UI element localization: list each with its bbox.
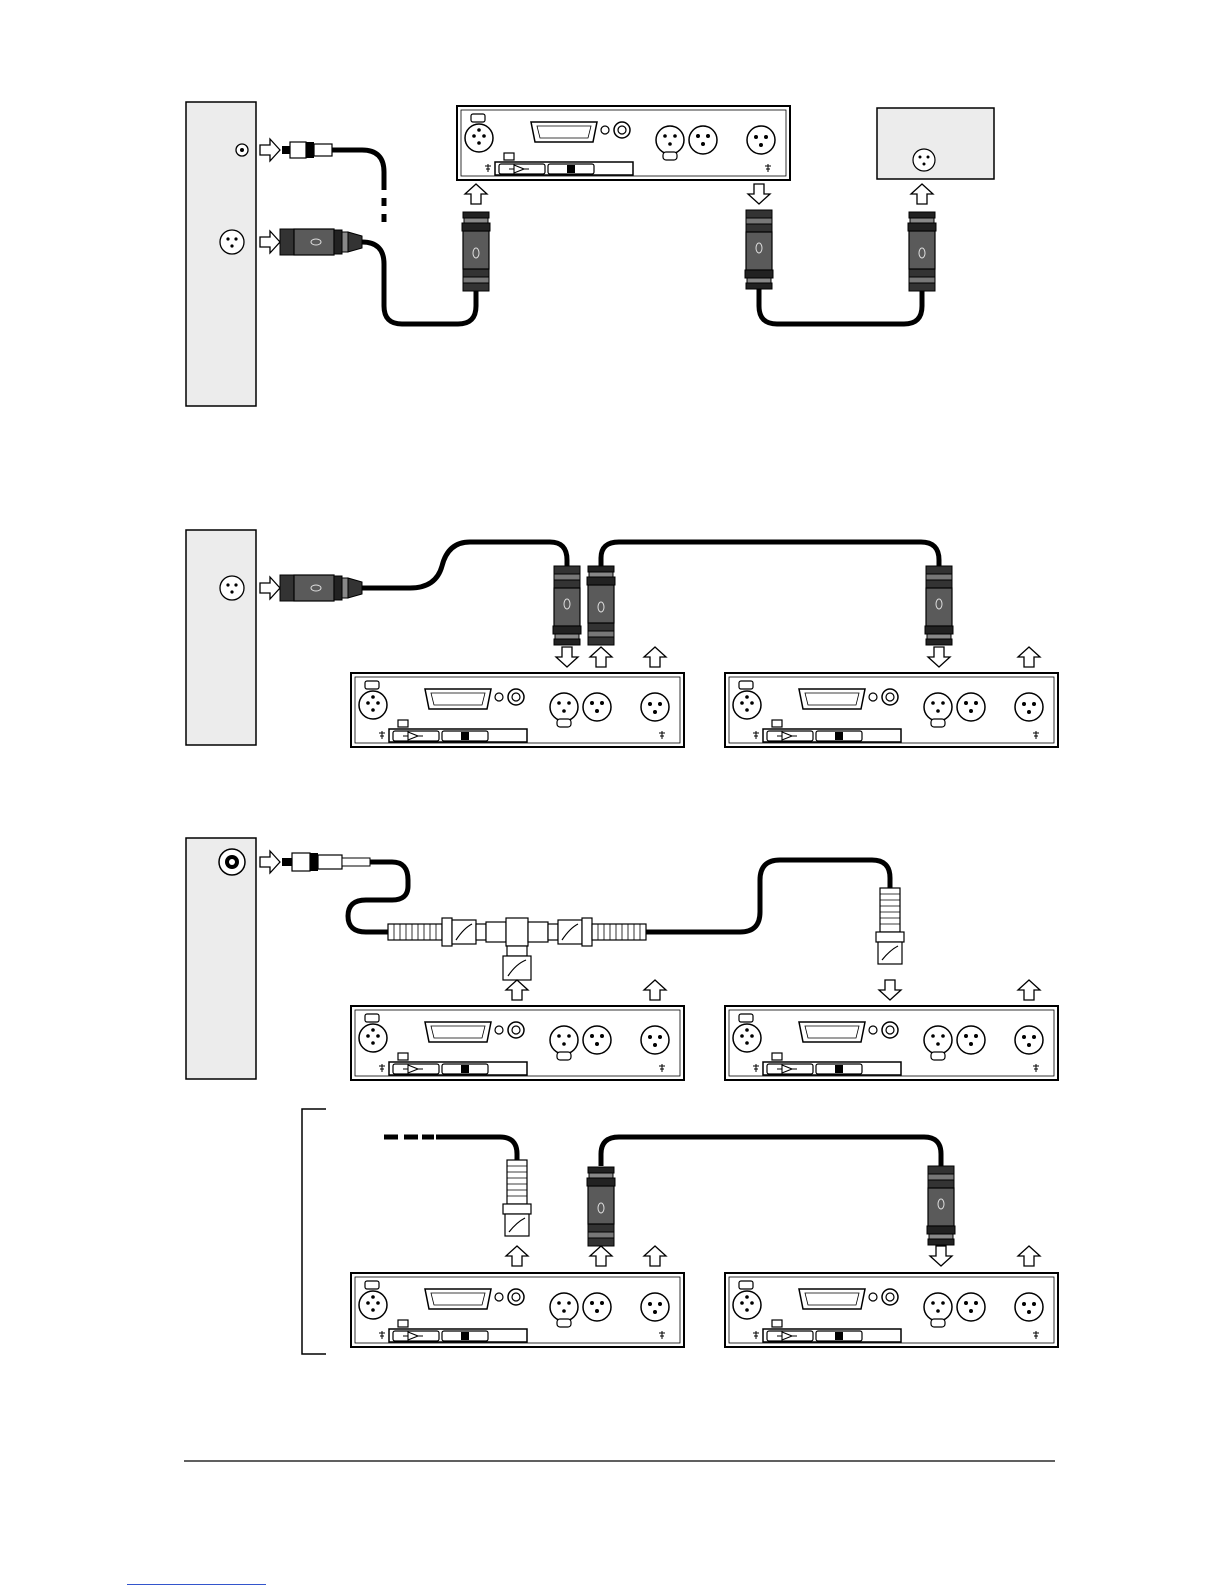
arrow-up-icon bbox=[911, 184, 933, 204]
xlr-plug bbox=[745, 210, 773, 289]
interface-unit bbox=[351, 1273, 684, 1347]
xlr-plug bbox=[280, 229, 362, 255]
bracket bbox=[302, 1109, 326, 1354]
bnc-jack-icon bbox=[219, 849, 245, 875]
arrow-up-icon bbox=[644, 1246, 666, 1266]
arrow-down-icon bbox=[748, 184, 770, 204]
xlr-plug bbox=[462, 212, 490, 291]
xlr-jack-icon bbox=[220, 576, 244, 600]
arrow-up-icon bbox=[506, 1246, 528, 1266]
arrow-right-icon bbox=[260, 851, 280, 873]
xlr-plug bbox=[925, 566, 953, 645]
arrow-up-icon bbox=[644, 647, 666, 667]
arrow-up-icon bbox=[590, 647, 612, 667]
rca-plug bbox=[282, 853, 370, 871]
xlr-plug bbox=[553, 566, 581, 645]
arrow-up-icon bbox=[1018, 647, 1040, 667]
xlr-plug bbox=[587, 1167, 615, 1246]
xlr-plug bbox=[908, 212, 936, 291]
bnc-plug bbox=[876, 888, 904, 964]
source-panel bbox=[186, 530, 256, 745]
arrow-up-icon bbox=[1018, 1246, 1040, 1266]
arrow-right-icon bbox=[260, 231, 280, 253]
arrow-up-icon bbox=[590, 1246, 612, 1266]
interface-unit bbox=[351, 1006, 684, 1080]
interface-unit bbox=[351, 673, 684, 747]
arrow-right-icon bbox=[260, 577, 280, 599]
interface-unit bbox=[725, 673, 1058, 747]
xlr-plug bbox=[927, 1166, 955, 1245]
xlr-plug bbox=[587, 566, 615, 645]
diagram-continuation bbox=[302, 1109, 1058, 1354]
arrow-up-icon bbox=[644, 980, 666, 1000]
interface-unit bbox=[725, 1006, 1058, 1080]
xlr-jack-icon bbox=[220, 230, 244, 254]
rca-jack-icon bbox=[236, 144, 248, 156]
arrow-up-icon bbox=[506, 980, 528, 1000]
arrow-down-icon bbox=[879, 980, 901, 1000]
source-panel bbox=[186, 838, 256, 1079]
diagram-top bbox=[186, 102, 994, 406]
bnc-plug bbox=[503, 1160, 531, 1236]
bnc-t-adapter bbox=[388, 918, 646, 980]
receiver-box bbox=[877, 108, 994, 179]
arrow-down-icon bbox=[930, 1246, 952, 1266]
interface-unit bbox=[725, 1273, 1058, 1347]
rca-plug bbox=[282, 142, 332, 158]
arrow-right-icon bbox=[260, 139, 280, 161]
arrow-up-icon bbox=[465, 184, 487, 204]
diagram-middle bbox=[186, 530, 1058, 747]
diagram-bottom bbox=[186, 838, 1058, 1080]
interface-unit bbox=[457, 106, 790, 180]
xlr-plug bbox=[280, 575, 362, 601]
arrow-up-icon bbox=[1018, 980, 1040, 1000]
arrow-down-icon bbox=[556, 647, 578, 667]
arrow-down-icon bbox=[928, 647, 950, 667]
